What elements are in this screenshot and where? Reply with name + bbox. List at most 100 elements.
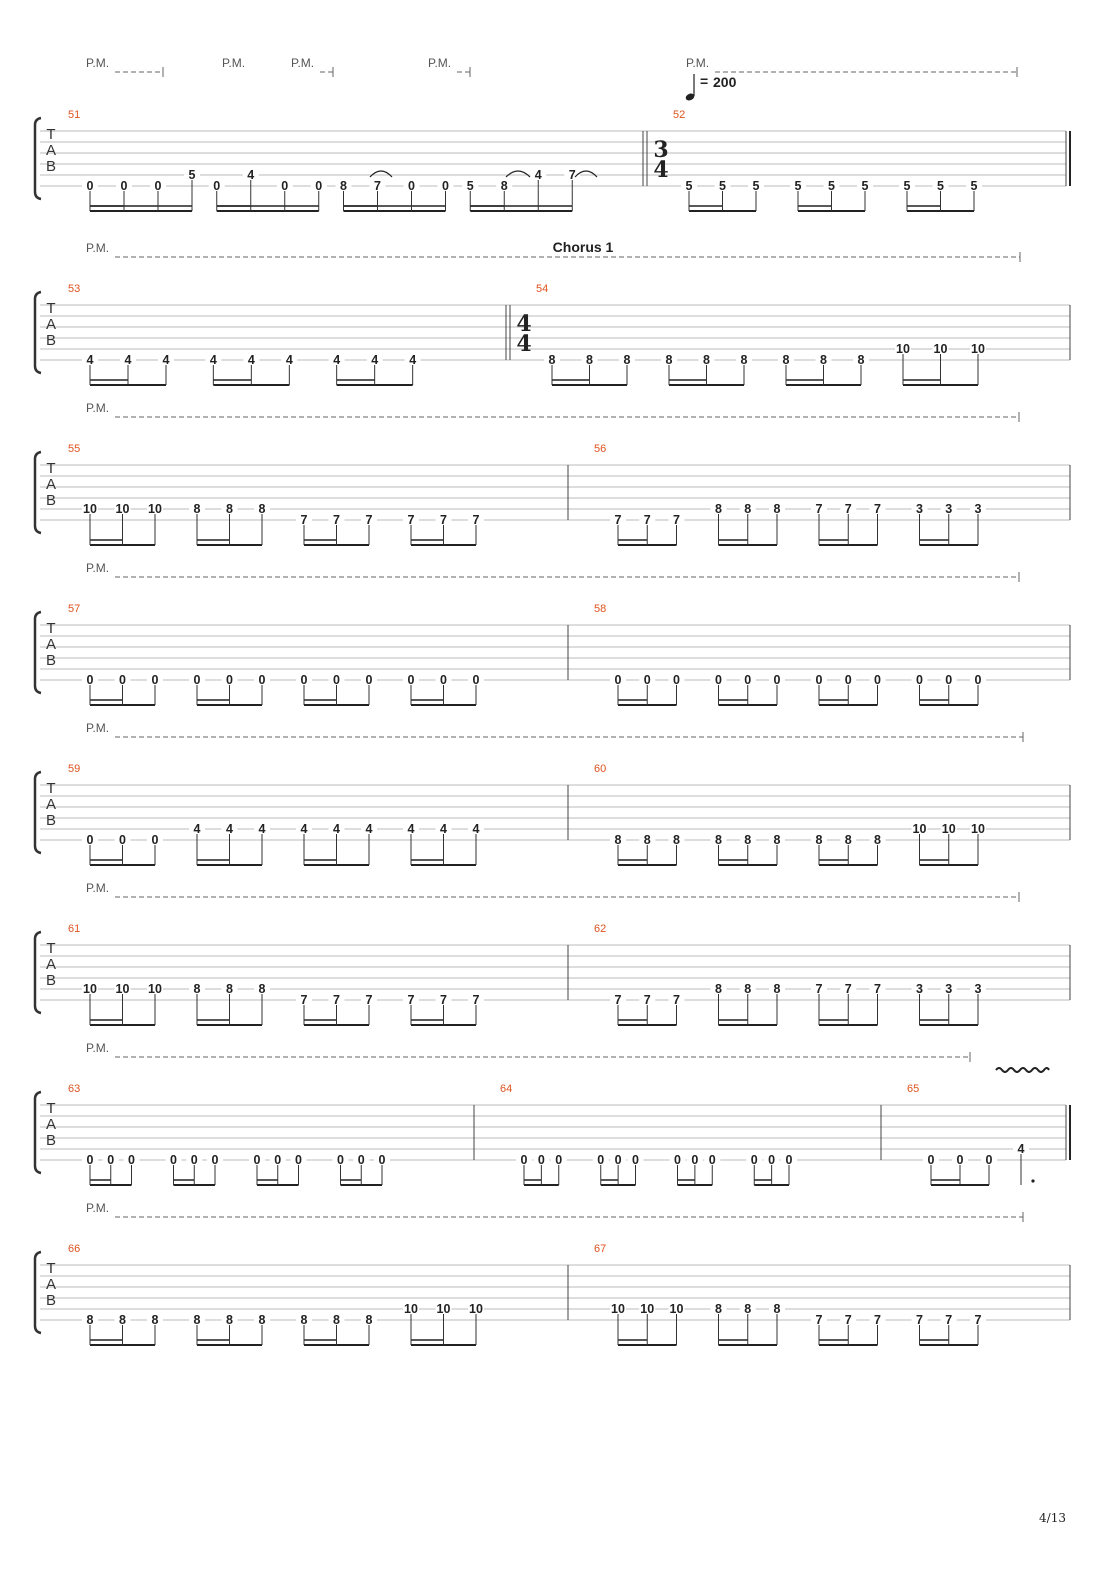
fret-number: 8 [744,502,751,516]
fret-number: 4 [247,168,254,182]
fret-bg [328,513,345,525]
tab-clef-letter: T [46,126,55,143]
fret-number: 0 [673,673,680,687]
fret-number: 7 [945,1313,952,1327]
dotted-note-dot [1031,1179,1035,1183]
palm-mute-label: P.M. [86,1201,109,1215]
fret-number: 4 [210,353,217,367]
fret-bg [739,502,756,514]
fret-number: 0 [644,673,651,687]
system-bracket [33,930,42,1015]
fret-bg [114,502,131,514]
fret-number: 0 [155,179,162,193]
fret-number: 0 [333,673,340,687]
fret-bg [254,1313,270,1325]
quarter-note-icon [685,93,695,101]
fret-number: 8 [845,833,852,847]
measure-number: 53 [68,283,80,295]
fret-bg [544,353,560,365]
fret-number: 7 [644,513,651,527]
fret-number: 0 [119,833,126,847]
fret-number: 8 [744,982,751,996]
fret-bg [853,353,869,365]
fret-number: 7 [301,513,308,527]
fret-bg [940,982,957,994]
tab-clef-letter: B [46,1132,56,1149]
measure-number: 61 [68,923,80,935]
fret-bg [374,1153,390,1165]
tab-clef-letter: B [46,332,56,349]
fret-number: 7 [673,513,680,527]
fret-bg [778,353,794,365]
fret-bg [296,993,312,1005]
fret-bg [710,982,727,994]
fret-bg [120,353,136,365]
fret-bg [811,833,827,845]
fret-bg [840,833,857,845]
system-bracket [33,770,42,855]
measure-number: 60 [594,763,606,775]
fret-number: 0 [152,673,159,687]
fret-bg [361,822,377,834]
fret-bg [328,822,345,834]
fret-bg [114,982,131,994]
fret-bg [869,1313,886,1325]
fret-bg [966,179,982,191]
fret-bg [221,673,238,685]
fret-number: 8 [816,833,823,847]
fret-bg [952,1153,968,1165]
fret-bg [437,179,454,191]
measure-number: 56 [594,443,606,455]
fret-bg [114,833,131,845]
fret-bg [403,673,419,685]
palm-mute-label: P.M. [86,56,109,70]
fret-number: 0 [473,673,480,687]
page-number: 4/13 [1039,1511,1066,1525]
fret-number: 0 [751,1153,758,1167]
fret-number: 4 [125,353,132,367]
tab-clef-letter: T [46,460,55,477]
fret-number: 0 [768,1153,775,1167]
fret-number: 7 [440,513,447,527]
fret-bg [254,502,270,514]
fret-bg [857,179,873,191]
fret-bg [328,993,345,1005]
fret-number: 8 [673,833,680,847]
fret-number: 8 [774,833,781,847]
fret-bg [189,673,205,685]
fret-number: 5 [937,179,944,193]
fret-bg [763,1153,780,1165]
fret-number: 8 [774,1302,781,1316]
fret-number: 0 [555,1153,562,1167]
fret-number: 8 [152,1313,159,1327]
fret-number: 8 [586,353,593,367]
fret-number: 8 [549,353,556,367]
fret-number: 8 [741,353,748,367]
tab-clef-letter: B [46,1292,56,1309]
fret-bg [823,179,840,191]
tab-clef-letter: T [46,1100,55,1117]
fret-number: 7 [673,993,680,1007]
fret-number: 8 [226,502,233,516]
section-marker: Chorus 1 [553,239,614,255]
fret-number: 8 [226,1313,233,1327]
fret-bg [610,673,626,685]
fret-bg [840,673,857,685]
tab-clef-letter: T [46,1260,55,1277]
fret-number: 7 [874,982,881,996]
tab-clef-letter: A [46,476,56,493]
fret-bg [468,673,484,685]
fret-number: 10 [437,1302,451,1316]
fret-bg [746,1153,763,1165]
tab-clef-letter: A [46,636,56,653]
fret-number: 7 [845,1313,852,1327]
fret-bg [403,993,419,1005]
fret-bg [243,353,260,365]
fret-bg [769,502,785,514]
fret-bg [186,1153,203,1165]
fret-bg [710,833,727,845]
fret-bg [296,822,312,834]
fret-number: 0 [379,1153,386,1167]
